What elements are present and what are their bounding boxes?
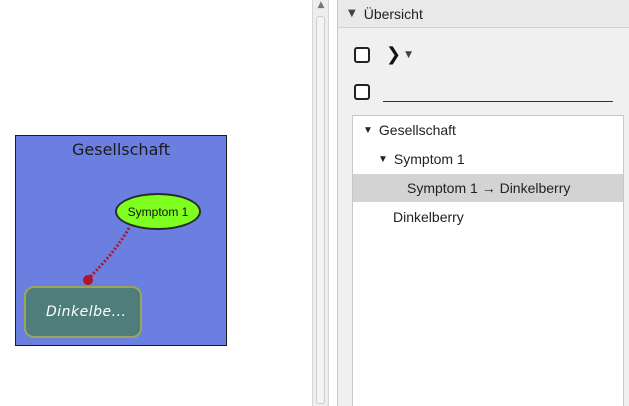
node-dinkelberry-label: Dinkelbe... <box>46 304 127 320</box>
scrollbar-thumb[interactable] <box>316 16 325 404</box>
tree-item-gesellschaft[interactable]: ▼ Gesellschaft <box>353 116 623 144</box>
diagram-title: Gesellschaft <box>71 140 170 159</box>
tree-item-label: Gesellschaft <box>378 122 456 138</box>
connector-endpoint[interactable] <box>83 275 93 285</box>
panel-title: Übersicht <box>363 5 423 22</box>
overview-tree: ▼ Gesellschaft ▼ Symptom 1 Symptom 1 → D… <box>352 115 624 406</box>
filter-input[interactable] <box>383 82 613 102</box>
node-dinkelberry[interactable]: Dinkelbe... <box>24 286 142 338</box>
panel-header[interactable]: ▼ Übersicht <box>338 0 629 28</box>
select-all-checkbox[interactable] <box>354 47 370 63</box>
diagram-canvas[interactable]: Gesellschaft Symptom 1 Dinkelbe... <box>0 0 312 406</box>
collapse-triangle-icon[interactable]: ▼ <box>348 8 356 19</box>
expand-triangle-icon[interactable]: ▼ <box>378 153 388 165</box>
toolbar-row-2 <box>338 82 629 102</box>
tree-item-label: Symptom 1 → Dinkelberry <box>407 180 571 196</box>
tree-item-label: Dinkelberry <box>393 209 464 225</box>
connector-svg <box>83 227 131 285</box>
tree-item-symptom-1-to-dinkelberry[interactable]: Symptom 1 → Dinkelberry <box>353 174 623 202</box>
expand-triangle-icon[interactable]: ▼ <box>363 124 373 136</box>
node-symptom-1[interactable]: Symptom 1 <box>115 193 201 230</box>
connector-symptom-to-dinkelberry[interactable] <box>86 227 131 281</box>
scroll-up-icon[interactable]: ▲ <box>317 0 325 10</box>
tree-item-label: Symptom 1 <box>393 151 465 167</box>
overview-panel: ▼ Übersicht ❯ ▼ ▼ Gesellschaft ▼ Symptom… <box>337 0 629 406</box>
chevron-right-icon[interactable]: ❯ <box>386 44 402 65</box>
diagram-container-gesellschaft[interactable]: Gesellschaft Symptom 1 Dinkelbe... <box>15 135 227 346</box>
tree-item-dinkelberry[interactable]: Dinkelberry <box>353 203 623 231</box>
tree-item-symptom-1[interactable]: ▼ Symptom 1 <box>353 145 623 173</box>
node-symptom-label: Symptom 1 <box>127 204 189 219</box>
filter-checkbox[interactable] <box>354 84 370 100</box>
vertical-scrollbar[interactable]: ▲ <box>312 0 329 406</box>
dropdown-arrow-icon[interactable]: ▼ <box>405 50 413 60</box>
toolbar-row-1: ❯ ▼ <box>338 44 629 65</box>
